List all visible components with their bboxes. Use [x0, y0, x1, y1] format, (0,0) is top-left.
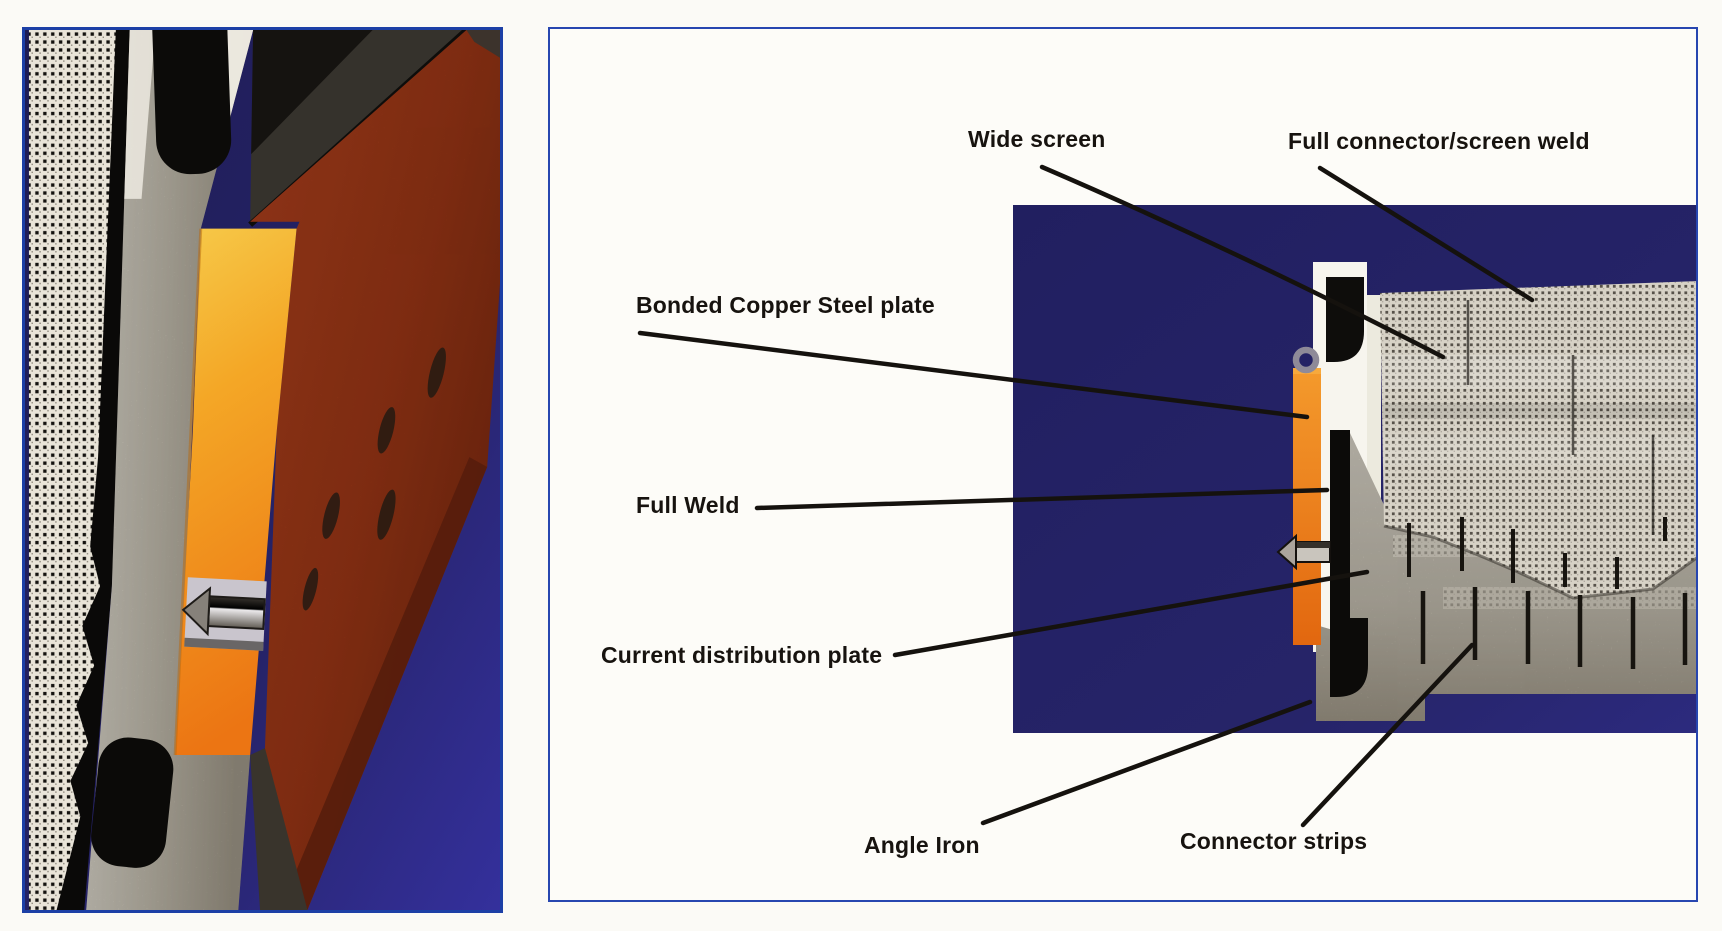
label-connector-strips: Connector strips [1180, 828, 1368, 854]
dark-wedge-black [251, 30, 373, 155]
label-wide-screen: Wide screen [968, 126, 1106, 152]
label-angle-iron: Angle Iron [864, 832, 980, 858]
label-full-weld: Full Weld [636, 492, 740, 518]
cathode-closeup-photo [22, 27, 503, 913]
bonded-copper-strip [1293, 368, 1321, 645]
copper-strip-shadow [173, 228, 203, 756]
pin-bracket-shadow [184, 637, 264, 651]
rust-plate-holes [302, 347, 446, 611]
mesh-texture-bands [1380, 300, 1696, 535]
connector-strip-ticks-row1 [1407, 517, 1667, 589]
wide-screen-mesh [1380, 281, 1696, 598]
connector-bar-top [1326, 277, 1364, 362]
pin-head [181, 586, 212, 637]
mesh-screen [28, 30, 116, 910]
bottom-dark-strip [250, 748, 308, 910]
pin-shaft [206, 595, 266, 630]
cathode-labeled-photo [1013, 205, 1696, 733]
plate-bottom-slot [91, 737, 174, 868]
labeled-diagram-panel [548, 27, 1698, 902]
angle-iron-slot [1330, 618, 1368, 697]
label-current-dist-plate: Current distribution plate [601, 642, 883, 668]
pin [1276, 533, 1331, 571]
cathode-closeup-illustration [25, 30, 500, 910]
cathode-labeled-illustration [1013, 205, 1696, 733]
label-full-connector-weld: Full connector/screen weld [1288, 128, 1590, 154]
weld-slot [1330, 430, 1350, 628]
plate-top-slot [152, 30, 232, 175]
label-bonded-copper-steel: Bonded Copper Steel plate [636, 292, 935, 318]
mesh-bottom-edge [1383, 524, 1696, 600]
